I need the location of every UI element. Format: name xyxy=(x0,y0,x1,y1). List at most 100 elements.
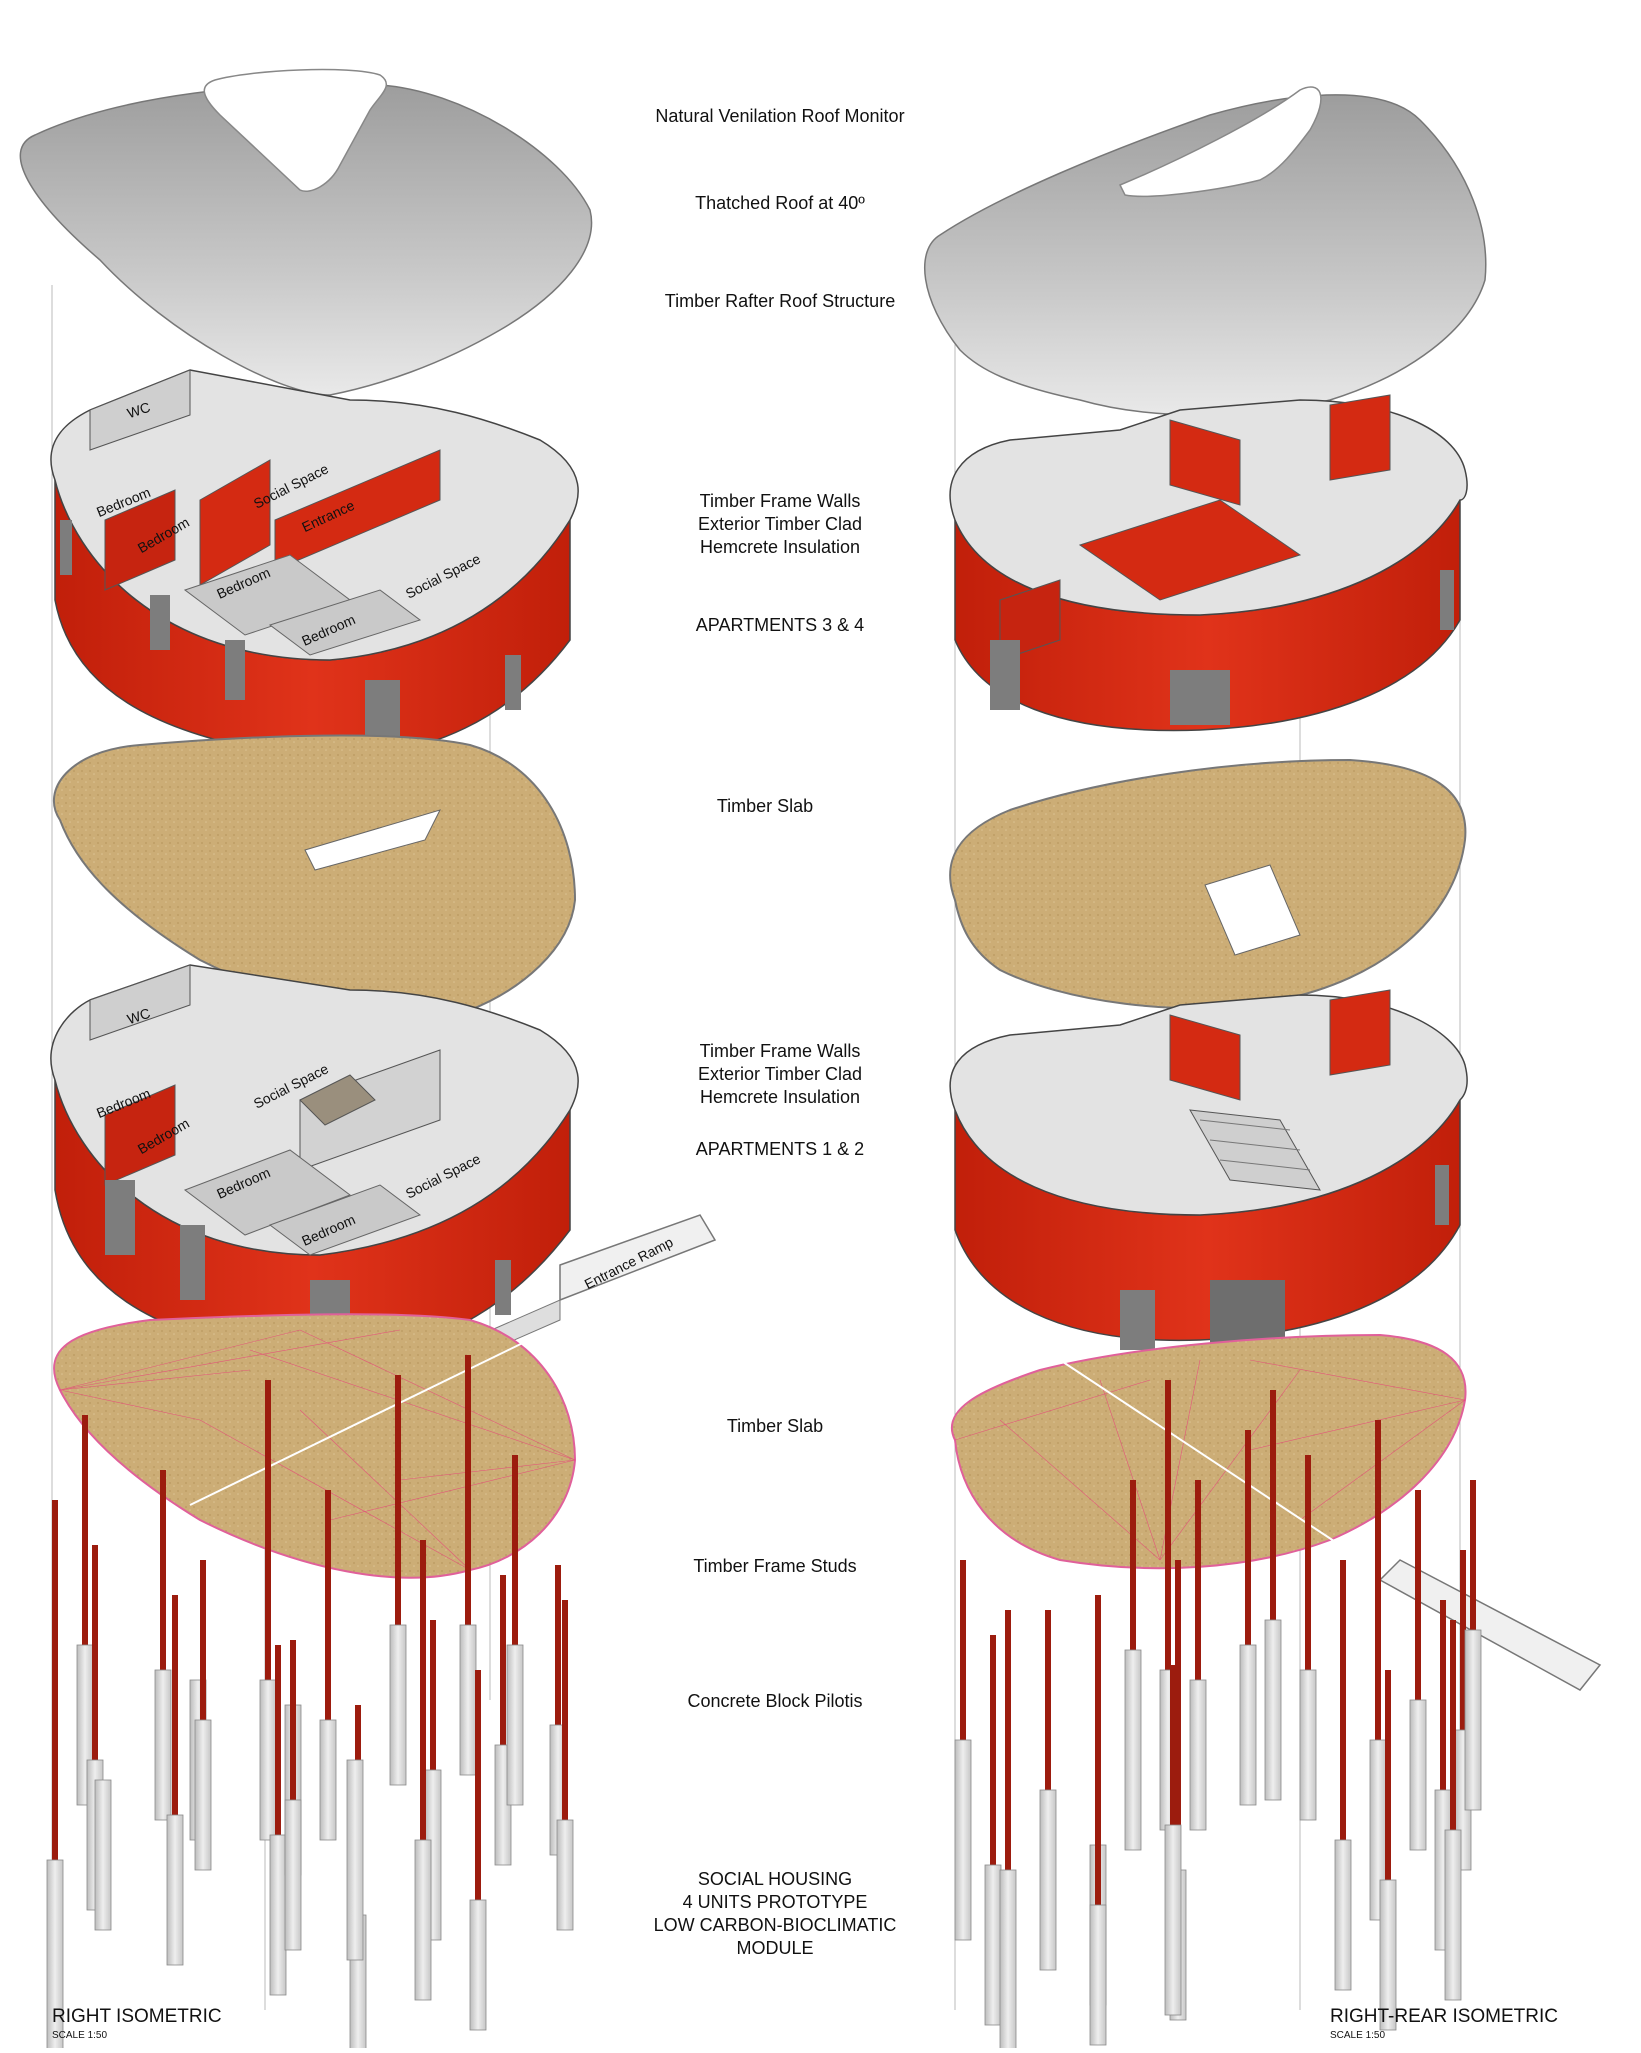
timber-stud xyxy=(1375,1420,1381,1740)
label-roof-monitor: Natural Venilation Roof Monitor xyxy=(655,106,905,126)
concrete-piloti xyxy=(1444,1829,1462,2001)
concrete-piloti xyxy=(1239,1644,1257,1806)
timber-stud xyxy=(1440,1600,1446,1790)
timber-stud xyxy=(1470,1480,1476,1630)
view-scale-right: SCALE 1:50 xyxy=(1330,2030,1386,2041)
concrete-piloti xyxy=(1264,1619,1282,1801)
timber-stud xyxy=(172,1595,178,1815)
concrete-piloti xyxy=(1409,1699,1427,1851)
concrete-piloti xyxy=(1039,1789,1057,1971)
concrete-piloti xyxy=(259,1679,277,1841)
roof-monitor-shape xyxy=(203,68,387,192)
right-upper-walls xyxy=(949,394,1468,732)
timber-stud xyxy=(430,1620,436,1770)
timber-stud xyxy=(82,1415,88,1645)
concrete-piloti xyxy=(459,1624,477,1776)
timber-stud xyxy=(1130,1480,1136,1650)
label-timber-slab-upper: Timber Slab xyxy=(716,796,814,816)
timber-stud xyxy=(265,1380,271,1680)
timber-stud xyxy=(325,1490,331,1720)
label-walls-lower: Timber Frame Walls Exterior Timber Clad … xyxy=(697,1041,863,1107)
left-roof xyxy=(19,68,593,396)
timber-stud xyxy=(1245,1430,1251,1645)
right-upper-slab xyxy=(949,758,1467,1010)
right-lower-walls xyxy=(949,989,1468,1355)
concrete-piloti xyxy=(556,1819,574,1931)
timber-stud xyxy=(1305,1455,1311,1670)
concrete-piloti xyxy=(319,1719,337,1841)
timber-stud xyxy=(1005,1610,1011,1870)
timber-stud xyxy=(562,1600,568,1820)
concrete-piloti xyxy=(269,1834,287,1996)
concrete-piloti xyxy=(1189,1679,1207,1831)
timber-stud xyxy=(1385,1670,1391,1880)
concrete-piloti xyxy=(194,1719,212,1871)
timber-stud xyxy=(275,1645,281,1835)
timber-stud xyxy=(395,1375,401,1625)
timber-stud xyxy=(475,1670,481,1900)
left-lower-walls xyxy=(50,964,579,1361)
timber-stud xyxy=(1095,1595,1101,1905)
concrete-piloti xyxy=(1299,1669,1317,1821)
view-scale-left: SCALE 1:50 xyxy=(52,2030,108,2041)
timber-stud xyxy=(1340,1560,1346,1840)
concrete-piloti xyxy=(1164,1824,1182,2016)
concrete-piloti xyxy=(954,1739,972,1941)
concrete-piloti xyxy=(346,1759,364,1961)
timber-stud xyxy=(1450,1620,1456,1830)
label-walls-upper: Timber Frame Walls Exterior Timber Clad … xyxy=(697,491,863,557)
label-concrete-pilotis: Concrete Block Pilotis xyxy=(687,1691,863,1711)
roof-monitor-shape-rear xyxy=(1118,86,1322,198)
concrete-piloti xyxy=(94,1779,112,1931)
concrete-piloti xyxy=(1334,1839,1352,1991)
timber-stud xyxy=(1460,1550,1466,1730)
concrete-piloti xyxy=(284,1799,302,1951)
timber-stud xyxy=(200,1560,206,1720)
right-roof xyxy=(923,86,1487,416)
view-title-left: RIGHT ISOMETRIC xyxy=(52,2006,222,2027)
concrete-piloti xyxy=(389,1624,407,1786)
concrete-piloti xyxy=(984,1864,1002,2026)
concrete-piloti xyxy=(414,1839,432,2001)
timber-stud xyxy=(92,1545,98,1760)
concrete-piloti xyxy=(469,1899,487,2031)
timber-stud xyxy=(1165,1380,1171,1670)
concrete-piloti xyxy=(1089,1904,1107,2046)
left-studs-and-pilotis xyxy=(46,1355,574,2053)
left-upper-walls xyxy=(50,369,579,761)
timber-stud xyxy=(1170,1665,1176,1825)
timber-stud xyxy=(500,1575,506,1745)
right-lower-slab xyxy=(950,1333,1467,1570)
left-upper-slab xyxy=(53,734,577,1019)
label-apartments-3-4: APARTMENTS 3 & 4 xyxy=(695,615,865,635)
concrete-piloti xyxy=(154,1669,172,1821)
label-project-title: SOCIAL HOUSING 4 UNITS PROTOTYPE LOW CAR… xyxy=(653,1869,897,1958)
concrete-piloti xyxy=(999,1869,1017,2053)
label-timber-slab-lower: Timber Slab xyxy=(726,1416,824,1436)
label-thatched-roof: Thatched Roof at 40º xyxy=(695,193,865,213)
timber-stud xyxy=(512,1455,518,1645)
label-apartments-1-2: APARTMENTS 1 & 2 xyxy=(695,1139,865,1159)
timber-stud xyxy=(1415,1490,1421,1700)
timber-stud xyxy=(555,1565,561,1725)
concrete-piloti xyxy=(1124,1649,1142,1851)
label-timber-studs: Timber Frame Studs xyxy=(693,1556,857,1576)
concrete-piloti xyxy=(506,1644,524,1806)
concrete-piloti xyxy=(1464,1629,1482,1811)
concrete-piloti xyxy=(166,1814,184,1966)
timber-stud xyxy=(420,1540,426,1840)
concrete-piloti xyxy=(1379,1879,1397,2031)
right-studs-and-pilotis xyxy=(954,1380,1482,2053)
left-lower-slab xyxy=(53,1313,577,1579)
timber-stud xyxy=(960,1560,966,1740)
timber-stud xyxy=(160,1470,166,1670)
label-rafter-structure: Timber Rafter Roof Structure xyxy=(664,291,896,311)
timber-stud xyxy=(1045,1610,1051,1790)
timber-stud xyxy=(52,1500,58,1860)
timber-stud xyxy=(465,1355,471,1625)
timber-stud xyxy=(990,1635,996,1865)
timber-stud xyxy=(1270,1390,1276,1620)
timber-stud xyxy=(1195,1480,1201,1680)
